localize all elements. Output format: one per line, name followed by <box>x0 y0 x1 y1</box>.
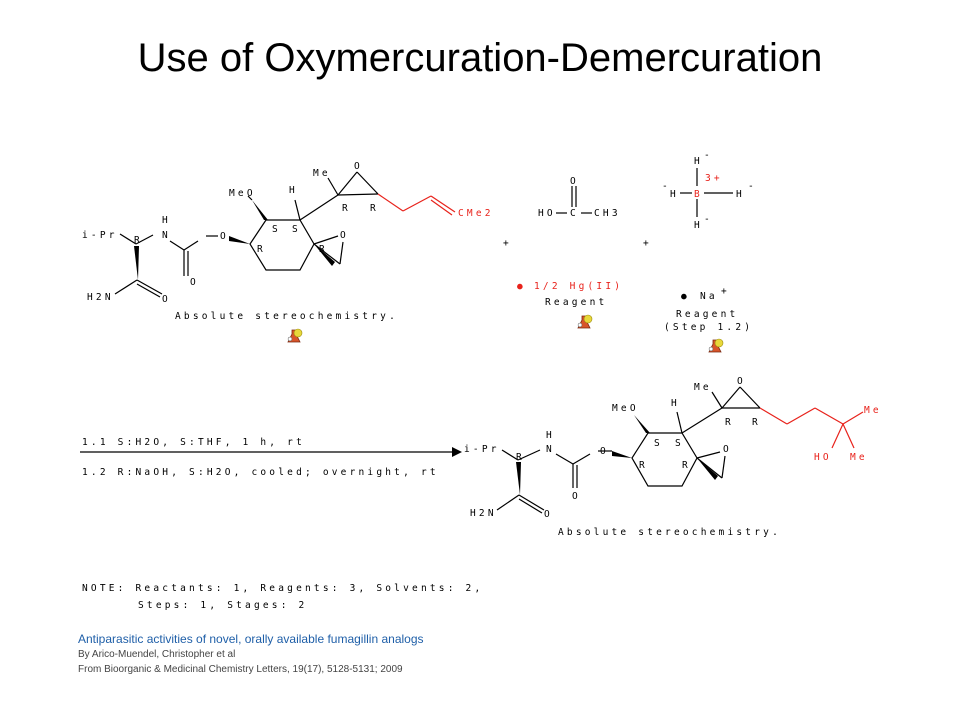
svg-text:O: O <box>737 376 746 387</box>
svg-text:H2N: H2N <box>87 292 114 303</box>
citation-authors: By Arico-Muendel, Christopher et al <box>78 649 236 660</box>
svg-text:Reagent: Reagent <box>676 309 738 320</box>
borohydride-labels: H - - H B 3+ H - H - ● Na + Reagent (Ste… <box>662 150 757 333</box>
svg-text:N: N <box>162 230 171 241</box>
svg-text:-: - <box>704 214 713 225</box>
svg-text:O: O <box>570 176 579 187</box>
svg-text:-: - <box>704 150 713 161</box>
flask-icon[interactable] <box>287 328 303 343</box>
reaction-note: NOTE: Reactants: 1, Reagents: 3, Solvent… <box>82 583 483 611</box>
svg-text:1.1 S:H2O, S:THF, 1 h, rt: 1.1 S:H2O, S:THF, 1 h, rt <box>82 437 305 448</box>
flask-icon[interactable] <box>708 338 724 353</box>
svg-text:O: O <box>723 444 732 455</box>
svg-text:O: O <box>162 294 171 305</box>
svg-text:O: O <box>544 509 553 520</box>
svg-text:CH3: CH3 <box>594 208 621 219</box>
svg-text:1/2 Hg(II): 1/2 Hg(II) <box>534 281 623 292</box>
reactant-stereo-note: Absolute stereochemistry. <box>175 311 398 322</box>
svg-text:R: R <box>257 244 266 255</box>
product-stereo-note: Absolute stereochemistry. <box>558 527 781 538</box>
acetic-acid-structure <box>556 186 592 214</box>
product-labels: i-Pr R H N O O H2N O MeO H S S R R O Me … <box>464 376 882 538</box>
svg-text:O: O <box>220 231 229 242</box>
svg-text:Me: Me <box>864 405 882 416</box>
svg-text:(Step 1.2): (Step 1.2) <box>664 322 753 333</box>
svg-text:●: ● <box>517 281 523 292</box>
svg-text:R: R <box>682 460 691 471</box>
svg-text:Me: Me <box>313 168 331 179</box>
product-structure <box>496 386 761 514</box>
svg-text:MeO: MeO <box>229 188 256 199</box>
svg-text:Me: Me <box>850 452 868 463</box>
svg-text:H: H <box>694 156 703 167</box>
svg-text:H: H <box>546 430 555 441</box>
svg-text:H: H <box>671 398 680 409</box>
slide-title: Use of Oxymercuration-Demercuration <box>137 36 823 80</box>
svg-text:NOTE: Reactants: 1, Reagents:: NOTE: Reactants: 1, Reagents: 3, Solvent… <box>82 583 483 594</box>
svg-text:R: R <box>370 203 379 214</box>
svg-text:N: N <box>546 444 555 455</box>
svg-text:Na: Na <box>700 291 718 302</box>
svg-text:+: + <box>721 286 727 297</box>
svg-text:R: R <box>319 244 328 255</box>
svg-text:O: O <box>190 277 199 288</box>
svg-text:H: H <box>162 215 171 226</box>
svg-text:R: R <box>639 460 648 471</box>
svg-text:O: O <box>340 230 349 241</box>
svg-text:O: O <box>354 161 363 172</box>
svg-text:S: S <box>654 438 663 449</box>
reaction-arrow <box>80 447 462 457</box>
svg-text:R: R <box>752 417 761 428</box>
svg-text:S: S <box>675 438 684 449</box>
svg-text:Me: Me <box>694 382 712 393</box>
svg-text:O: O <box>572 491 581 502</box>
borohydride-structure <box>680 168 733 217</box>
svg-text:i-Pr: i-Pr <box>82 230 118 241</box>
svg-text:Reagent: Reagent <box>545 297 607 308</box>
reactant-prenyl-highlight <box>377 193 456 216</box>
svg-text:R: R <box>516 452 525 463</box>
reactant-labels: i-Pr R H N O O H2N O MeO H S S R R O Me … <box>82 161 494 322</box>
product-link-oxygen: O <box>600 446 609 457</box>
citation-source: From Bioorganic & Medicinal Chemistry Le… <box>78 664 403 675</box>
svg-text:1.2 R:NaOH, S:H2O, cooled; o: 1.2 R:NaOH, S:H2O, cooled; overnight, rt <box>82 467 439 478</box>
svg-text:S: S <box>292 224 301 235</box>
svg-text:C: C <box>570 208 579 219</box>
reactant-structure <box>114 171 379 298</box>
citation-title[interactable]: Antiparasitic activities of novel, orall… <box>78 632 424 646</box>
svg-text:R: R <box>342 203 351 214</box>
flask-icon[interactable] <box>577 314 593 329</box>
acetic-acid-labels: O HO C CH3 <box>538 176 621 219</box>
svg-text:R: R <box>134 235 143 246</box>
svg-text:H2N: H2N <box>470 508 497 519</box>
svg-text:●: ● <box>681 291 687 302</box>
svg-text:-: - <box>748 181 757 192</box>
plus-sign: + <box>643 238 649 249</box>
svg-text:H: H <box>670 189 679 200</box>
svg-text:3+: 3+ <box>705 173 723 184</box>
svg-text:H: H <box>736 189 745 200</box>
svg-text:i-Pr: i-Pr <box>464 444 500 455</box>
svg-text:CMe2: CMe2 <box>458 208 494 219</box>
svg-text:S: S <box>272 224 281 235</box>
svg-text:R: R <box>725 417 734 428</box>
plus-sign: + <box>503 238 509 249</box>
svg-text:Steps: 1, Stages: 2: Steps: 1, Stages: 2 <box>138 600 307 611</box>
svg-text:MeO: MeO <box>612 403 639 414</box>
svg-text:B: B <box>694 189 703 200</box>
svg-text:H: H <box>289 185 298 196</box>
svg-text:-: - <box>662 181 671 192</box>
svg-text:HO: HO <box>538 208 556 219</box>
mercury-reagent: ● 1/2 Hg(II) Reagent <box>517 281 623 308</box>
product-hydroxy-highlight <box>759 407 864 449</box>
reaction-conditions: 1.1 S:H2O, S:THF, 1 h, rt 1.2 R:NaOH, S:… <box>82 437 439 478</box>
svg-text:HO: HO <box>814 452 832 463</box>
svg-text:H: H <box>694 220 703 231</box>
